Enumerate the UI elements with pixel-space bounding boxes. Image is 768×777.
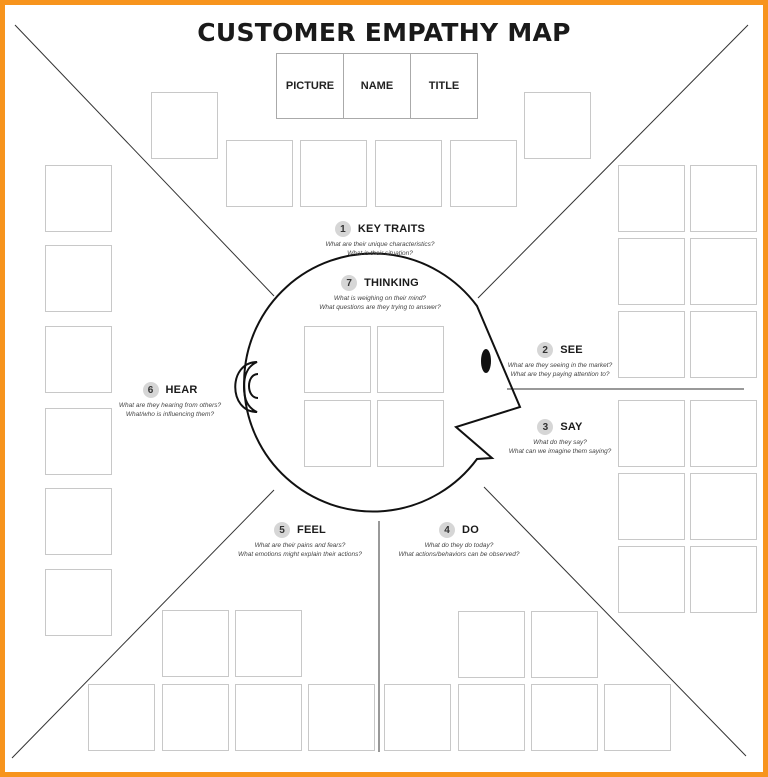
- sticky-note[interactable]: [300, 140, 367, 207]
- sticky-note[interactable]: [690, 473, 757, 540]
- sticky-note[interactable]: [690, 546, 757, 613]
- section-question: What are their unique characteristics?: [325, 241, 435, 248]
- sticky-note[interactable]: [88, 684, 155, 751]
- sticky-note[interactable]: [304, 400, 371, 467]
- sticky-note[interactable]: [45, 326, 112, 393]
- section-question: What emotions might explain their action…: [238, 551, 362, 558]
- sticky-note[interactable]: [531, 611, 598, 678]
- section-do: 4 DO What do they do today? What actions/…: [384, 522, 534, 559]
- sticky-note[interactable]: [450, 140, 517, 207]
- sticky-note[interactable]: [618, 400, 685, 467]
- section-question: What/who is influencing them?: [125, 411, 215, 418]
- section-title: FEEL: [297, 524, 326, 536]
- step-badge: 3: [537, 419, 554, 435]
- sticky-note[interactable]: [304, 326, 371, 393]
- sticky-note[interactable]: [151, 92, 218, 159]
- section-hear: 6 HEAR What are they hearing from others?…: [105, 382, 235, 419]
- head-outline: [243, 252, 522, 513]
- sticky-note[interactable]: [384, 684, 451, 751]
- sticky-note[interactable]: [531, 684, 598, 751]
- step-badge: 7: [341, 275, 358, 291]
- sticky-note[interactable]: [690, 311, 757, 378]
- sticky-note[interactable]: [618, 238, 685, 305]
- sticky-note[interactable]: [45, 245, 112, 312]
- header-title-box[interactable]: TITLE: [410, 53, 478, 119]
- section-title: SEE: [560, 344, 583, 356]
- sticky-note[interactable]: [618, 165, 685, 232]
- section-question: What do they do today?: [424, 542, 494, 549]
- header-picture-label: PICTURE: [285, 80, 335, 92]
- section-question: What are they paying attention to?: [510, 371, 610, 378]
- eye-icon: [481, 349, 491, 373]
- header-picture-box[interactable]: PICTURE: [276, 53, 344, 119]
- section-title: THINKING: [364, 277, 419, 289]
- sticky-note[interactable]: [458, 684, 525, 751]
- section-feel: 5 FEEL What are their pains and fears? Wh…: [225, 522, 375, 559]
- sticky-note[interactable]: [45, 408, 112, 475]
- section-question: What do they say?: [533, 439, 587, 446]
- diagonal-bottom-left: [11, 489, 275, 759]
- step-badge: 6: [142, 382, 159, 398]
- section-question: What are they hearing from others?: [118, 402, 222, 409]
- sticky-note[interactable]: [690, 400, 757, 467]
- sticky-note[interactable]: [45, 165, 112, 232]
- sticky-note[interactable]: [162, 684, 229, 751]
- sticky-note[interactable]: [375, 140, 442, 207]
- sticky-note[interactable]: [235, 610, 302, 677]
- sticky-note[interactable]: [618, 546, 685, 613]
- sticky-note[interactable]: [690, 238, 757, 305]
- section-question: What questions are they trying to answer…: [319, 304, 441, 311]
- section-title: SAY: [560, 421, 583, 433]
- page-title: CUSTOMER EMPATHY MAP: [197, 18, 571, 47]
- sticky-note[interactable]: [162, 610, 229, 677]
- header-title-label: TITLE: [428, 80, 460, 92]
- section-question: What can we imagine them saying?: [508, 448, 612, 455]
- step-badge: 4: [439, 522, 456, 538]
- sticky-note[interactable]: [45, 488, 112, 555]
- sticky-note[interactable]: [226, 140, 293, 207]
- sticky-note[interactable]: [377, 326, 444, 393]
- header-name-box[interactable]: NAME: [343, 53, 411, 119]
- section-title: DO: [462, 524, 479, 536]
- section-question: What are they seeing in the market?: [507, 362, 613, 369]
- section-question: What is their situation?: [347, 250, 413, 257]
- header-name-label: NAME: [360, 80, 394, 92]
- sticky-note[interactable]: [618, 473, 685, 540]
- step-badge: 2: [537, 342, 554, 358]
- section-key-traits: 1 KEY TRAITS What are their unique charac…: [295, 221, 465, 258]
- section-title: KEY TRAITS: [357, 223, 426, 235]
- sticky-note[interactable]: [377, 400, 444, 467]
- section-question: What are their pains and fears?: [254, 542, 346, 549]
- sticky-note[interactable]: [618, 311, 685, 378]
- section-title: HEAR: [165, 384, 198, 396]
- section-say: 3 SAY What do they say? What can we imagi…: [495, 419, 625, 456]
- section-question: What is weighing on their mind?: [333, 295, 427, 302]
- section-question: What actions/behaviors can be observed?: [398, 551, 520, 558]
- sticky-note[interactable]: [308, 684, 375, 751]
- ear-icon: [234, 361, 259, 413]
- sticky-note[interactable]: [458, 611, 525, 678]
- sticky-note[interactable]: [45, 569, 112, 636]
- sticky-note[interactable]: [690, 165, 757, 232]
- diagonal-top-right: [477, 24, 749, 299]
- step-badge: 1: [334, 221, 351, 237]
- diagonal-top-left: [14, 24, 275, 297]
- section-thinking: 7 THINKING What is weighing on their mind…: [295, 275, 465, 312]
- section-see: 2 SEE What are they seeing in the market?…: [495, 342, 625, 379]
- sticky-note[interactable]: [604, 684, 671, 751]
- diagonal-bottom-right: [483, 486, 747, 757]
- sticky-note[interactable]: [235, 684, 302, 751]
- step-badge: 5: [274, 522, 291, 538]
- sticky-note[interactable]: [524, 92, 591, 159]
